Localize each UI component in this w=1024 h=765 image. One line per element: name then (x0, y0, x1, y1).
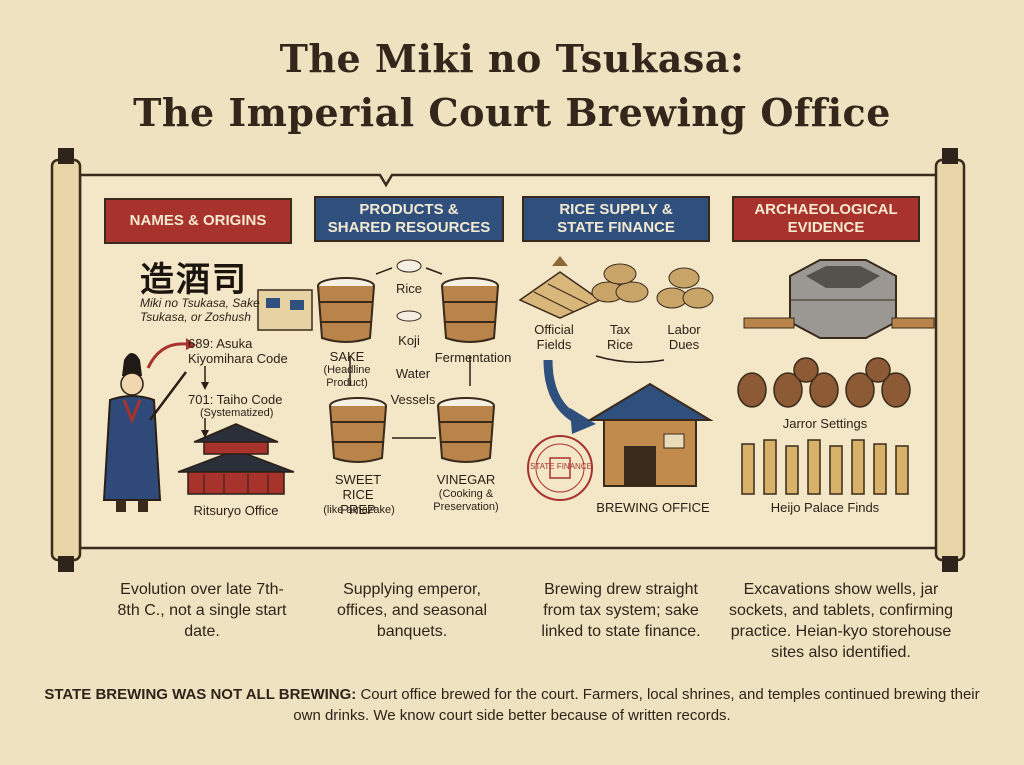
barrel-sweet-rice (329, 397, 387, 463)
label-vinegar-note: (Cooking & Preservation) (433, 488, 499, 513)
label-sake-note: (Headline Product) (323, 364, 371, 389)
label-sweet-rice: SWEET RICE PREP (334, 472, 382, 517)
banner-products: PRODUCTS &SHARED RESOURCES (314, 196, 504, 242)
label-official-fields: Official Fields (534, 322, 574, 352)
title-line-1: The Miki no Tsukasa: (279, 36, 745, 81)
label-vessels: Vessels (390, 392, 436, 407)
footer-bold: STATE BREWING WAS NOT ALL BREWING: (44, 686, 357, 703)
label-brewing-office: BREWING OFFICE (596, 500, 710, 515)
footer-text: Court office brewed for the court. Farme… (293, 686, 980, 724)
barrel-sake (317, 277, 375, 343)
footer-note: STATE BREWING WAS NOT ALL BREWING: Court… (40, 684, 984, 726)
cycle-arrows (349, 267, 471, 439)
date-701: 701: Taiho Code (188, 392, 283, 407)
label-rice: Rice (395, 281, 422, 296)
ritsuryo-palace (177, 423, 295, 495)
label-sweet-rice-note: (like amazake) (323, 504, 395, 516)
timeline-arrow-curve (146, 342, 187, 369)
label-tax-rice: Tax Rice (606, 322, 633, 352)
label-water: Water (395, 366, 431, 381)
labor-to-fields-arrow (595, 355, 665, 363)
jar-row (737, 357, 911, 408)
label-heijo-finds: Heijo Palace Finds (770, 500, 880, 515)
scroll-roller-left (50, 148, 82, 572)
label-fermentation: Fermentation (434, 350, 512, 365)
caption-archaeology: Excavations show wells, jar sockets, and… (728, 581, 954, 661)
scroll-roller-right (934, 148, 966, 572)
labor-dues-bales-icon (656, 267, 714, 309)
label-vinegar: VINEGAR (436, 472, 496, 487)
scroll-parchment (78, 173, 946, 550)
kanji-zoshushi: 造酒司 (140, 260, 248, 300)
court-official-figure (102, 353, 187, 512)
tax-rice-bales-icon (591, 263, 649, 303)
alt-names: Miki no Tsukasa, Sake Tsukasa, or Zoshus… (140, 296, 260, 324)
caption-rice: Brewing drew straight from tax system; s… (541, 581, 701, 640)
label-sake: SAKE (329, 349, 365, 364)
koji-pile-icon (396, 310, 422, 322)
stamp-text: STATE FINANCE (530, 462, 592, 471)
brewing-office-building (586, 382, 714, 487)
rice-pile-icon (396, 259, 422, 273)
title-line-2: The Imperial Court Brewing Office (133, 90, 891, 135)
banner-names-origins: NAMES & ORIGINS (104, 198, 292, 244)
barrel-vinegar (437, 397, 495, 463)
label-koji: Koji (398, 333, 420, 348)
label-jar-settings: Jarror Settings (782, 416, 868, 431)
document-sketch (257, 289, 313, 331)
state-finance-stamp (527, 435, 593, 501)
ancient-well (743, 259, 935, 339)
caption-names: Evolution over late 7th-8th C., not a si… (117, 581, 287, 640)
banner-rice-supply: RICE SUPPLY &STATE FINANCE (522, 196, 710, 242)
official-fields-icon (518, 256, 602, 319)
date-701-note: (Systematized) (200, 407, 274, 419)
wooden-tablets (741, 439, 909, 495)
date-689: 689: Asuka Kiyomihara Code (188, 336, 288, 366)
caption-products: Supplying emperor, offices, and seasonal… (336, 581, 488, 640)
label-labor-dues: Labor Dues (667, 322, 701, 352)
barrel-fermentation (441, 277, 499, 343)
ritsuryo-office-label: Ritsuryo Office (193, 503, 279, 518)
